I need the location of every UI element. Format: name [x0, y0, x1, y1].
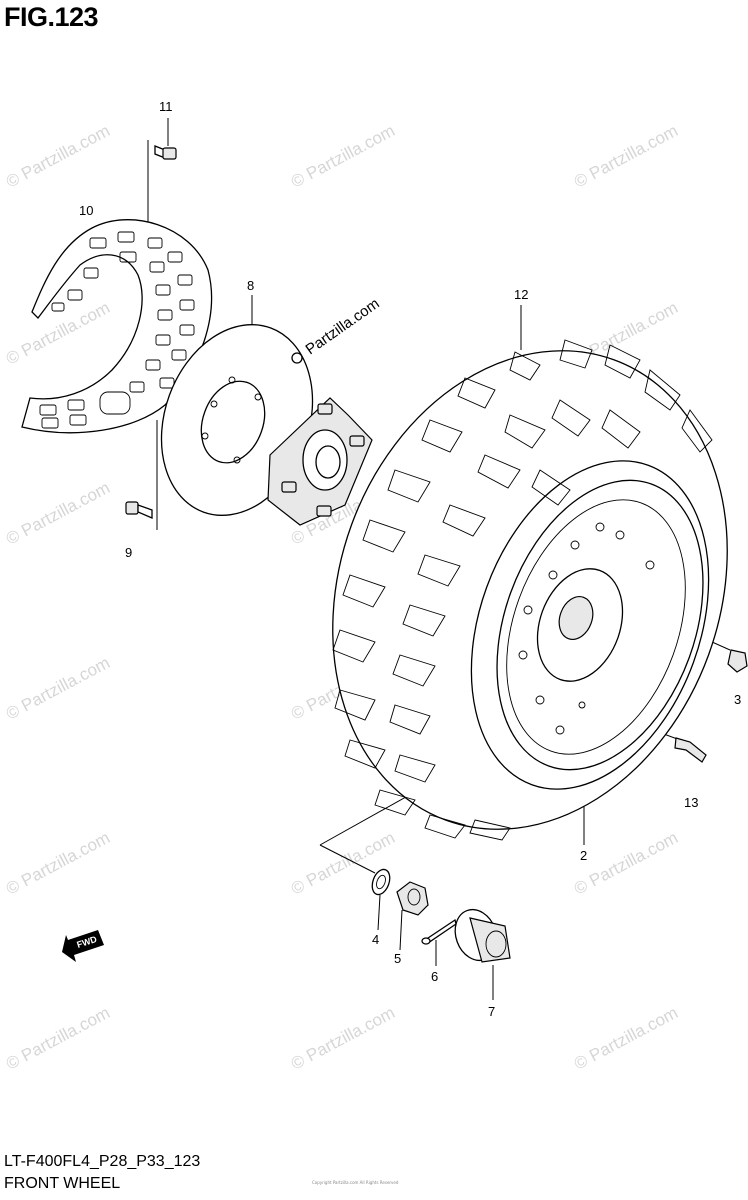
callout-label: 2: [580, 848, 587, 863]
figure-title: FIG.123: [4, 2, 99, 32]
figure-name: FRONT WHEEL: [4, 1175, 121, 1192]
callout-label: 8: [247, 278, 254, 293]
watermark-text: © Partzilla.com: [3, 1003, 113, 1074]
copyright-credit: Copyright Partzilla.com All Rights Reser…: [312, 1180, 399, 1185]
watermark-text: © Partzilla.com: [571, 121, 681, 192]
bolt-part-9: [125, 501, 153, 519]
watermark-text: © Partzilla.com: [3, 828, 113, 899]
callout-label: 11: [159, 99, 173, 114]
model-code: LT-F400FL4_P28_P33_123: [4, 1153, 201, 1170]
callout-label: 6: [431, 969, 438, 984]
callout-numbers: 11 10 8 12 9 3 13 2 4 5 6 7: [79, 99, 741, 1019]
washer-part: [371, 868, 391, 896]
callout-label: 9: [125, 545, 132, 560]
cotter-pin-part: [421, 918, 457, 945]
callout-label: 10: [79, 203, 93, 218]
watermark-text: © Partzilla.com: [3, 298, 113, 369]
rim-part: [496, 479, 704, 771]
wheel-nut-part: [727, 649, 748, 673]
watermark-text: © Partzilla.com: [288, 1003, 398, 1074]
wheel-hub-part: [267, 352, 373, 526]
callout-label: 12: [514, 287, 528, 302]
callout-label: 3: [734, 692, 741, 707]
bolt-part-11: [154, 145, 177, 160]
watermark-text: © Partzilla.com: [571, 828, 681, 899]
watermark-text: © Partzilla.com: [288, 121, 398, 192]
watermark-text: © Partzilla.com: [3, 653, 113, 724]
callout-label: 5: [394, 951, 401, 966]
fwd-badge: FWD: [62, 930, 104, 962]
watermark-text: © Partzilla.com: [571, 1003, 681, 1074]
callout-label: 4: [372, 932, 379, 947]
hub-cap-part: [454, 908, 511, 963]
callout-label: 7: [488, 1004, 495, 1019]
callout-label: 13: [684, 795, 698, 810]
disc-cover-part: [21, 219, 213, 434]
watermark-text: © Partzilla.com: [3, 478, 113, 549]
castle-nut-part: [396, 881, 429, 916]
valve-part: [674, 737, 707, 763]
watermark-text: © Partzilla.com: [3, 121, 113, 192]
brand-label: Partzilla.com: [303, 295, 383, 358]
